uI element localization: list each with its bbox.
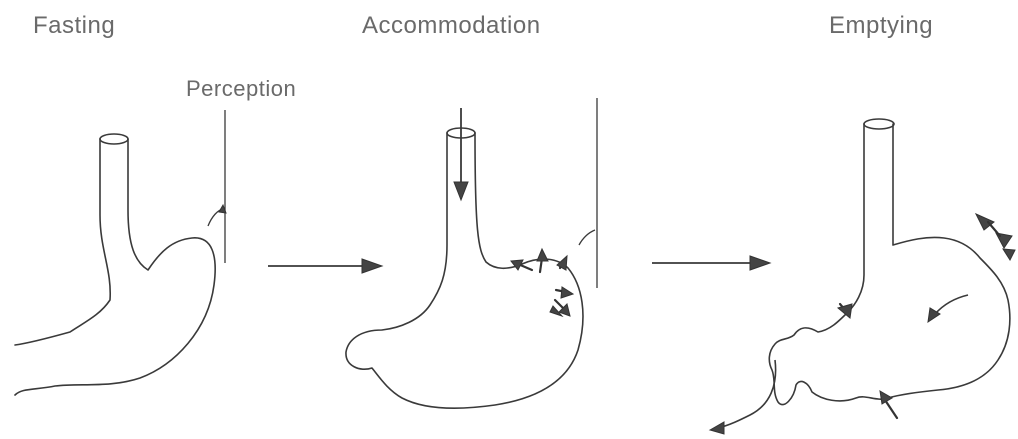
- esophagus-opening-emptying: [864, 119, 894, 129]
- stomach-outline-fasting: [15, 139, 215, 395]
- food-entry-arrowhead: [454, 182, 468, 200]
- transition-arrow-1: [268, 259, 382, 273]
- stomach-outline-emptying: [769, 124, 1010, 405]
- relaxation-arrows: [511, 249, 573, 316]
- transition-arrow-2: [652, 256, 770, 270]
- esophagus-opening-fasting: [100, 134, 128, 144]
- stomach-outline-accommodation: [346, 133, 583, 408]
- stomach-fasting: [15, 110, 226, 395]
- stomach-emptying: [710, 119, 1015, 434]
- stomach-accommodation: [346, 98, 597, 408]
- perception-pointer-accommodation: [579, 230, 595, 245]
